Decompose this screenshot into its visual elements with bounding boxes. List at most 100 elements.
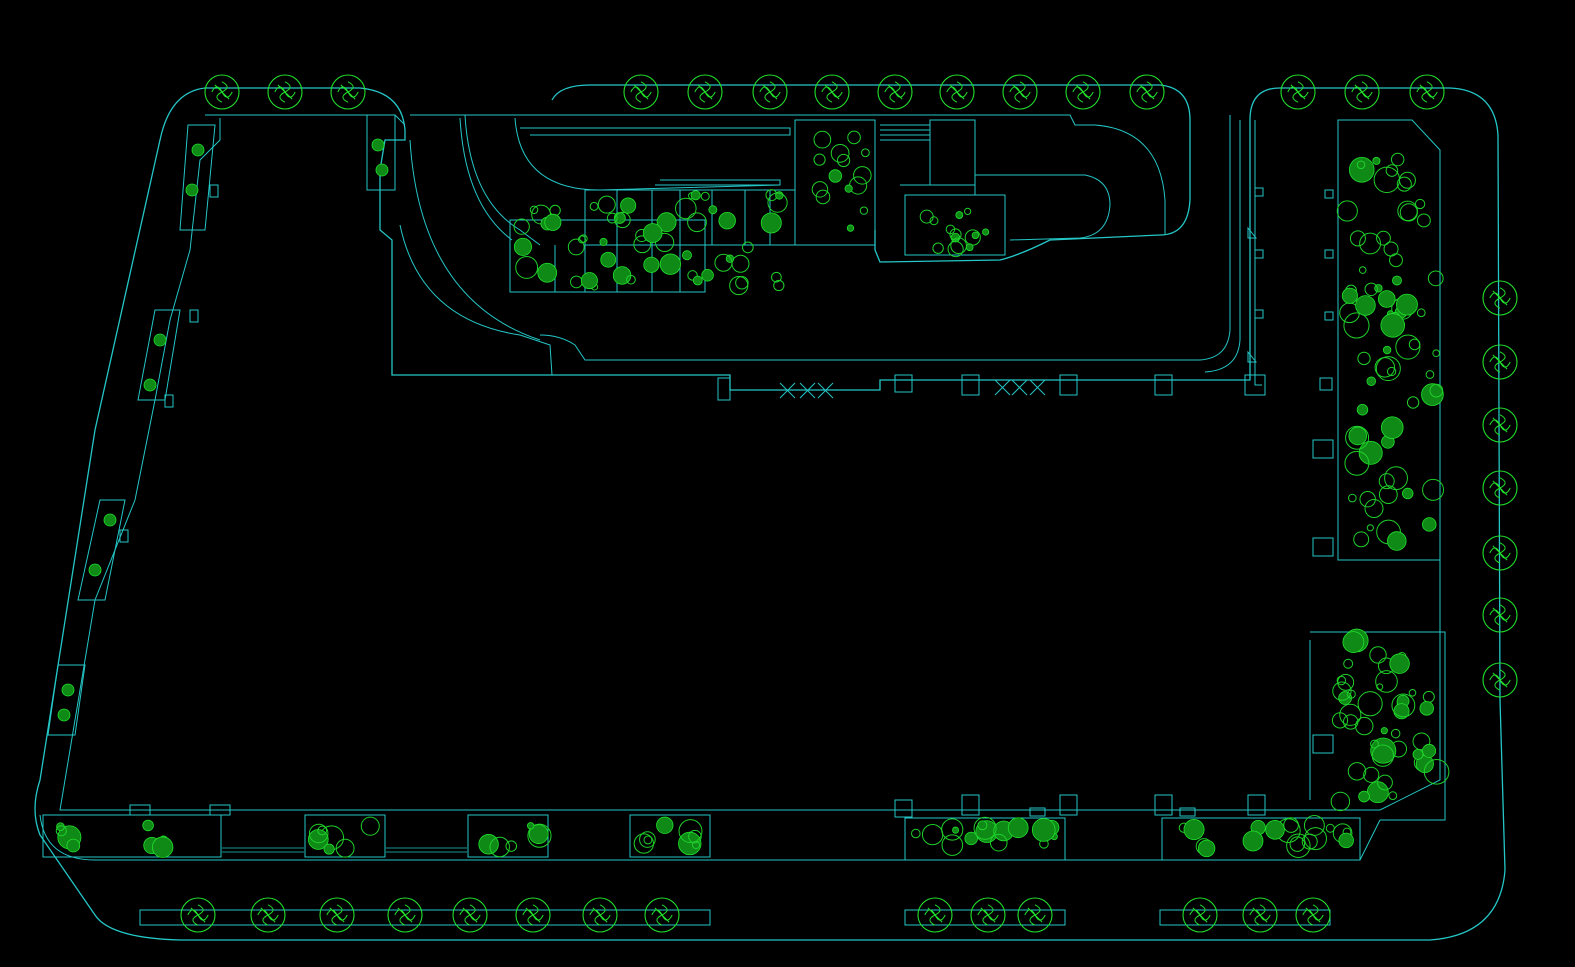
shrub-symbol — [1283, 817, 1299, 833]
shrub-symbol — [1427, 270, 1444, 287]
shrub-symbol — [1337, 673, 1355, 691]
shrub-symbol — [614, 211, 631, 229]
shrub-symbol — [597, 195, 616, 214]
shrub-symbol — [643, 835, 653, 845]
shrub-symbol — [1353, 531, 1370, 548]
courtyard-plants — [55, 130, 1450, 858]
shrub-symbol — [859, 206, 869, 215]
tree-symbol — [1482, 470, 1518, 506]
shrub-symbol — [191, 143, 205, 157]
shrub-symbol — [1416, 213, 1431, 228]
shrub-symbol — [1414, 198, 1426, 210]
shrub-symbol — [846, 224, 855, 232]
shrub-symbol — [61, 683, 75, 697]
shrub-symbol — [1345, 425, 1370, 450]
shrub-symbol — [973, 816, 997, 840]
shrub-symbol — [1389, 653, 1410, 674]
tree-symbol — [1409, 74, 1445, 110]
shrub-symbol — [1357, 351, 1371, 366]
shrub-symbol — [929, 216, 939, 226]
shrub-symbol — [1355, 716, 1374, 736]
shrub-symbol — [815, 189, 831, 205]
facade-columns — [119, 184, 1334, 818]
shrub-symbol — [678, 819, 703, 844]
shrub-symbol — [1425, 370, 1435, 379]
shrub-symbol — [1349, 230, 1366, 247]
shrub-symbol — [982, 228, 990, 236]
shrub-symbol — [861, 148, 870, 158]
shrub-symbol — [152, 836, 174, 858]
shrub-symbol — [1386, 366, 1397, 377]
shrub-symbol — [1358, 440, 1383, 465]
shrub-symbol — [633, 235, 652, 254]
shrub-symbol — [952, 826, 960, 834]
shrub-symbol — [537, 262, 558, 283]
shrub-symbol — [1381, 416, 1404, 439]
shrub-symbol — [690, 190, 701, 201]
shrub-symbol — [1363, 766, 1380, 783]
shrub-symbol — [773, 279, 785, 292]
shrub-symbol — [1374, 357, 1396, 378]
shrub-symbol — [1338, 832, 1354, 849]
shrub-symbol — [1346, 689, 1356, 699]
shrub-symbol — [714, 253, 733, 272]
tree-symbol — [1344, 74, 1380, 110]
shrub-symbol — [836, 153, 851, 168]
shrub-symbol — [830, 143, 850, 163]
shrub-symbol — [1388, 791, 1398, 801]
shrub-symbol — [375, 163, 389, 177]
shrub-symbol — [1395, 334, 1421, 360]
shrub-symbol — [103, 513, 117, 527]
site-boundary-outline — [34, 87, 1506, 941]
shrub-symbol — [682, 250, 692, 261]
shrub-symbol — [580, 272, 598, 290]
shrub-symbol — [1358, 790, 1370, 803]
tree-symbol — [1129, 74, 1165, 110]
shrub-symbol — [643, 256, 660, 273]
tree-symbol — [387, 897, 423, 933]
planter-beds — [42, 114, 1361, 861]
tree-symbol — [319, 897, 355, 933]
shrub-symbol — [1265, 819, 1285, 840]
shrub-symbol — [1402, 487, 1414, 500]
shrub-symbol — [1031, 818, 1056, 842]
shrub-symbol — [1347, 762, 1367, 781]
shrub-symbol — [633, 833, 655, 854]
shrub-symbol — [1366, 376, 1376, 386]
shrub-symbol — [1389, 253, 1403, 268]
shrub-symbol — [729, 275, 749, 296]
shrub-symbol — [965, 243, 974, 252]
shrub-symbol — [515, 256, 539, 279]
shrub-symbol — [1412, 732, 1431, 751]
shrub-symbol — [1343, 714, 1359, 730]
tree-symbol — [752, 74, 788, 110]
tree-symbol — [1482, 662, 1518, 698]
shrub-symbol — [932, 242, 944, 254]
shrub-symbol — [1408, 338, 1421, 351]
shrub-symbol — [911, 828, 921, 839]
shrub-symbol — [1356, 160, 1366, 170]
shrub-symbol — [143, 378, 157, 392]
shrub-symbol — [1303, 814, 1325, 836]
shrub-symbol — [642, 223, 663, 243]
shrub-symbol — [687, 270, 698, 281]
tree-symbol — [330, 74, 366, 110]
tree-symbol — [267, 74, 303, 110]
shrub-symbol — [513, 237, 532, 256]
shrub-symbol — [1377, 290, 1396, 308]
shrub-symbol — [687, 212, 707, 233]
shrub-symbol — [853, 166, 872, 185]
shrub-symbol — [1378, 473, 1395, 490]
shrub-symbol — [1384, 466, 1408, 491]
shrub-symbol — [1416, 308, 1426, 318]
tree-symbol — [939, 74, 975, 110]
shrub-symbol — [1397, 200, 1418, 222]
tree-symbol — [1295, 897, 1331, 933]
shrub-symbol — [1341, 287, 1358, 304]
tree-symbol — [582, 897, 618, 933]
tree-symbol — [1242, 897, 1278, 933]
shrub-symbol — [1387, 531, 1407, 551]
shrub-symbol — [1344, 450, 1370, 476]
shrub-symbol — [1390, 152, 1405, 167]
shrub-symbol — [88, 563, 102, 577]
